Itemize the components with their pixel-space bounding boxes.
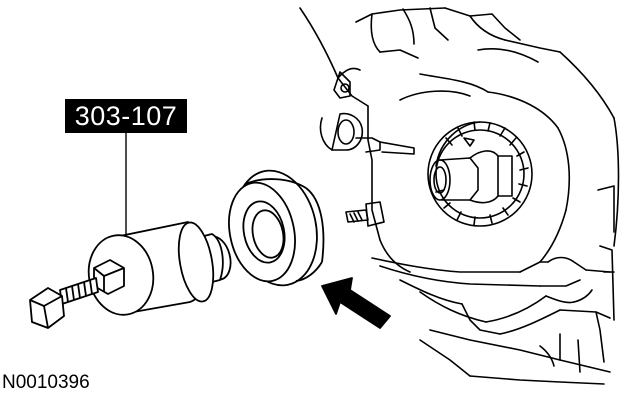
seal-installer-tool-icon xyxy=(29,133,232,329)
engine-front-cover-icon xyxy=(299,7,620,385)
crankshaft-front-seal-icon xyxy=(228,169,325,287)
direction-arrow-icon xyxy=(321,277,391,329)
figure-id: N0010396 xyxy=(2,372,90,393)
tool-number-label: 303-107 xyxy=(65,99,187,133)
